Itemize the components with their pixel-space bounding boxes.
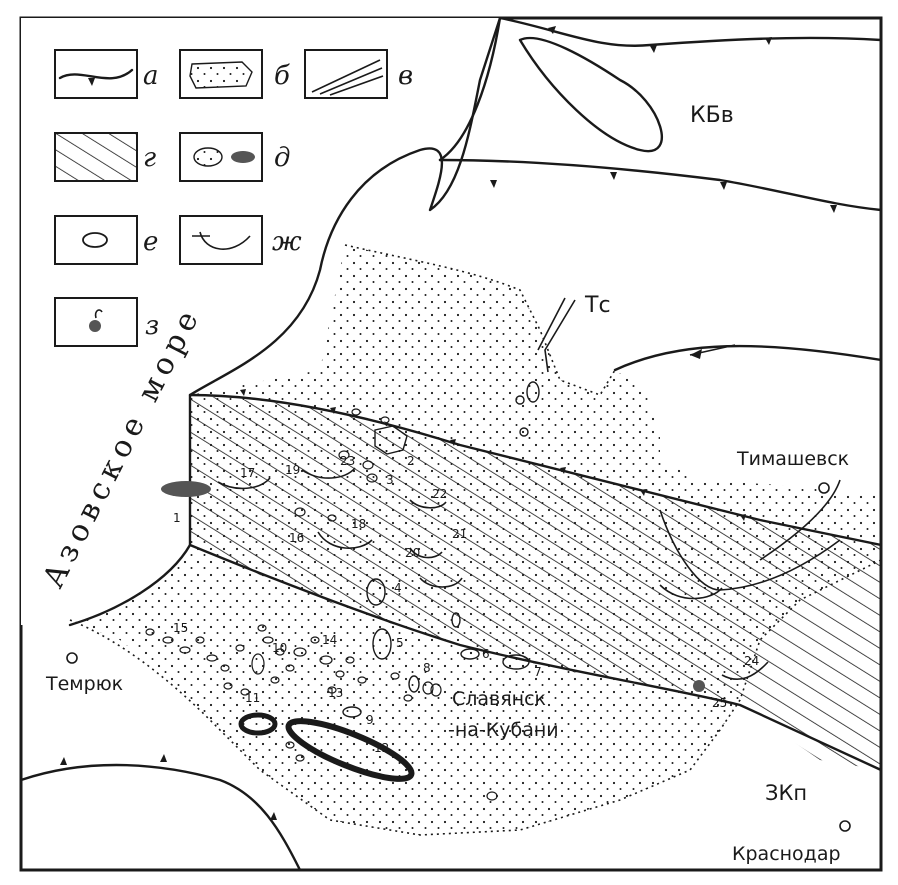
legend-item-zh: ж [179, 215, 302, 265]
num-16: 16 [289, 531, 304, 545]
legend-letter-b: б [274, 61, 290, 91]
legend-item-v: в [304, 49, 413, 99]
legend-letter-a: а [143, 61, 159, 91]
num-11: 11 [245, 691, 260, 705]
deposit-4 [366, 578, 386, 606]
num-6: 6 [482, 647, 490, 661]
legend-letter-d: д [274, 143, 290, 173]
timashevsk-marker [818, 482, 830, 494]
deposit-mid [451, 612, 461, 628]
num-2: 2 [407, 454, 415, 468]
oval-cluster [145, 408, 498, 801]
region-label-zkp: ЗКп [765, 781, 807, 805]
deposit-ts-3 [519, 427, 529, 437]
number-labels: 1 2 3 4 5 6 7 8 9 10 11 12 13 14 15 16 1… [173, 454, 759, 755]
deposit-5 [372, 628, 392, 660]
legend: а б в г д е ж [54, 49, 413, 347]
deposit-6 [460, 648, 480, 660]
city-label-na-kubani: -на-Кубани [448, 719, 559, 741]
num-5: 5 [396, 636, 404, 650]
legend-letter-v: в [398, 61, 413, 91]
fault-north-2 [438, 18, 502, 162]
deposit-12 [285, 718, 415, 782]
deposit-7 [502, 654, 530, 670]
num-9: 9 [366, 713, 374, 727]
region-label-kbv: КБв [690, 103, 734, 128]
num-23: 23 [340, 454, 355, 468]
sand-boundary-north [344, 244, 616, 396]
deposit-ts-1 [526, 381, 540, 403]
krasnodar-marker [839, 820, 851, 832]
city-label-timashevsk: Тимашевск [736, 448, 849, 470]
legend-item-g: г [54, 132, 156, 182]
fold-axes [217, 467, 841, 680]
deposit-ts-2 [515, 395, 525, 405]
city-label-temryuk: Темрюк [45, 673, 123, 695]
deposit-2-sand [374, 425, 408, 455]
num-7: 7 [534, 665, 542, 679]
num-15: 15 [173, 621, 188, 635]
legend-item-d: д [179, 132, 290, 182]
num-8: 8 [423, 661, 431, 675]
num-25: 25 [712, 696, 727, 710]
num-17: 17 [240, 466, 255, 480]
fault-north-1 [498, 18, 881, 47]
fault-teeth [60, 26, 837, 820]
num-3: 3 [386, 473, 394, 487]
num-10: 10 [272, 641, 287, 655]
ts-arrow-2 [537, 297, 566, 351]
deposit-8 [408, 675, 420, 693]
fault-south-hatch [188, 543, 881, 772]
flow-arrowhead [690, 349, 702, 359]
temryuk-marker [66, 652, 78, 664]
fault-southwest [21, 763, 302, 870]
legend-item-a: а [54, 49, 159, 99]
num-24: 24 [744, 654, 759, 668]
timashevsk-leader [759, 479, 841, 561]
deposit-9 [342, 706, 362, 718]
well-symbol-25 [693, 680, 705, 692]
fault-loop [518, 37, 663, 153]
num-13: 13 [328, 686, 343, 700]
num-18: 18 [351, 517, 366, 531]
num-19: 19 [285, 463, 300, 477]
deposit-11 [238, 712, 278, 736]
region-label-ts: Тс [584, 293, 611, 318]
hatched-zone [190, 395, 881, 770]
legend-item-b: б [179, 49, 290, 99]
legend-letter-z: з [145, 311, 159, 341]
num-20: 20 [405, 546, 420, 560]
num-12: 12 [374, 741, 389, 755]
num-1: 1 [173, 511, 181, 525]
legend-item-e: е [54, 215, 158, 265]
coastline [68, 18, 502, 627]
fault-central [188, 393, 881, 547]
fault-kbv [438, 158, 881, 212]
num-14: 14 [322, 633, 337, 647]
ts-arrow [544, 299, 576, 373]
num-22: 22 [432, 487, 447, 501]
legend-letter-zh: ж [272, 227, 302, 257]
city-label-slavyansk: Славянск [452, 688, 546, 710]
deposit-1 [161, 481, 211, 497]
city-label-krasnodar: Краснодар [732, 843, 841, 865]
legend-letter-g: г [143, 143, 156, 173]
num-21: 21 [452, 527, 467, 541]
num-4: 4 [394, 581, 402, 595]
legend-letter-e: е [143, 227, 158, 257]
sand-boundary-south [69, 559, 881, 836]
legend-item-z: з [54, 297, 159, 347]
